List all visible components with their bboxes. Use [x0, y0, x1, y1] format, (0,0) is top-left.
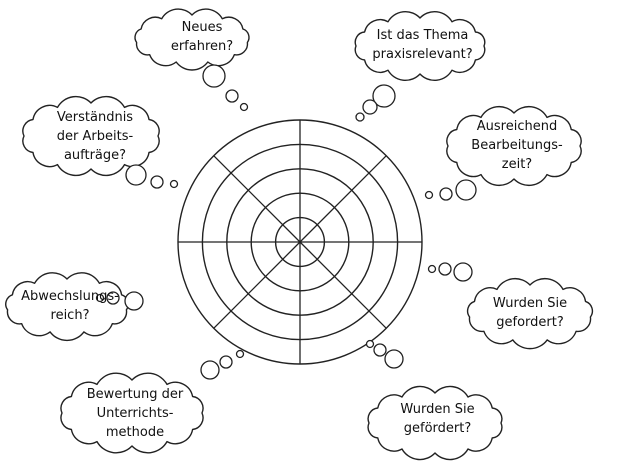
cloud-label-bearbeitungszeit: Ausreichend Bearbeitungs- zeit? [471, 119, 563, 172]
thought-bubble [169, 179, 179, 189]
cloud-label-verstaendnis: Verständnis der Arbeits- aufträge? [56, 110, 134, 163]
cloud-gefordert [466, 277, 594, 350]
thought-bubble [106, 291, 120, 305]
thought-bubble [239, 102, 249, 112]
thought-bubble [424, 190, 434, 200]
thought-bubble [200, 360, 220, 380]
thought-bubble [124, 291, 144, 311]
cloud-label-unterrichtsmethode: Bewertung der Unterrichts- methode [86, 387, 184, 440]
thought-bubble [202, 64, 226, 88]
wheel-spoke [299, 155, 387, 243]
cloud-praxisrelevant [354, 10, 486, 82]
thought-bubble [438, 262, 452, 276]
cloud-label-praxisrelevant: Ist das Thema praxisrelevant? [372, 28, 473, 62]
thought-bubble [125, 164, 147, 186]
cloud-unterrichtsmethode [60, 372, 204, 454]
thought-bubble [362, 99, 378, 115]
cloud-label-gefordert: Wurden Sie gefordert? [492, 296, 568, 330]
cloud-neues-erfahren [134, 8, 250, 71]
cloud-verstaendnis [22, 95, 160, 177]
wheel-spoke [299, 241, 387, 329]
thought-bubble [225, 89, 239, 103]
cloud-abwechslungsreich [5, 272, 129, 342]
cloud-bearbeitungszeit [446, 105, 582, 187]
cloud-label-abwechslungsreich: Abwechslungs- reich? [21, 289, 119, 323]
thought-bubble [453, 262, 473, 282]
thought-bubble [372, 84, 396, 108]
thought-bubble [384, 349, 404, 369]
wheel-spoke [213, 241, 301, 329]
cloud-gefoerdert [367, 385, 503, 461]
thought-bubble [150, 175, 164, 189]
cloud-label-gefoerdert: Wurden Sie gefördert? [400, 402, 475, 436]
wheel-spoke [213, 155, 301, 243]
thought-bubble [355, 112, 365, 122]
thought-bubble [365, 339, 375, 349]
thought-bubble [373, 343, 387, 357]
thought-bubble [95, 293, 105, 303]
thought-bubble [439, 187, 453, 201]
thought-bubble [219, 355, 233, 369]
thought-bubble [235, 349, 245, 359]
thought-bubble [455, 179, 477, 201]
thought-bubble [427, 264, 437, 274]
cloud-label-neues-erfahren: Neues erfahren? [170, 20, 234, 54]
